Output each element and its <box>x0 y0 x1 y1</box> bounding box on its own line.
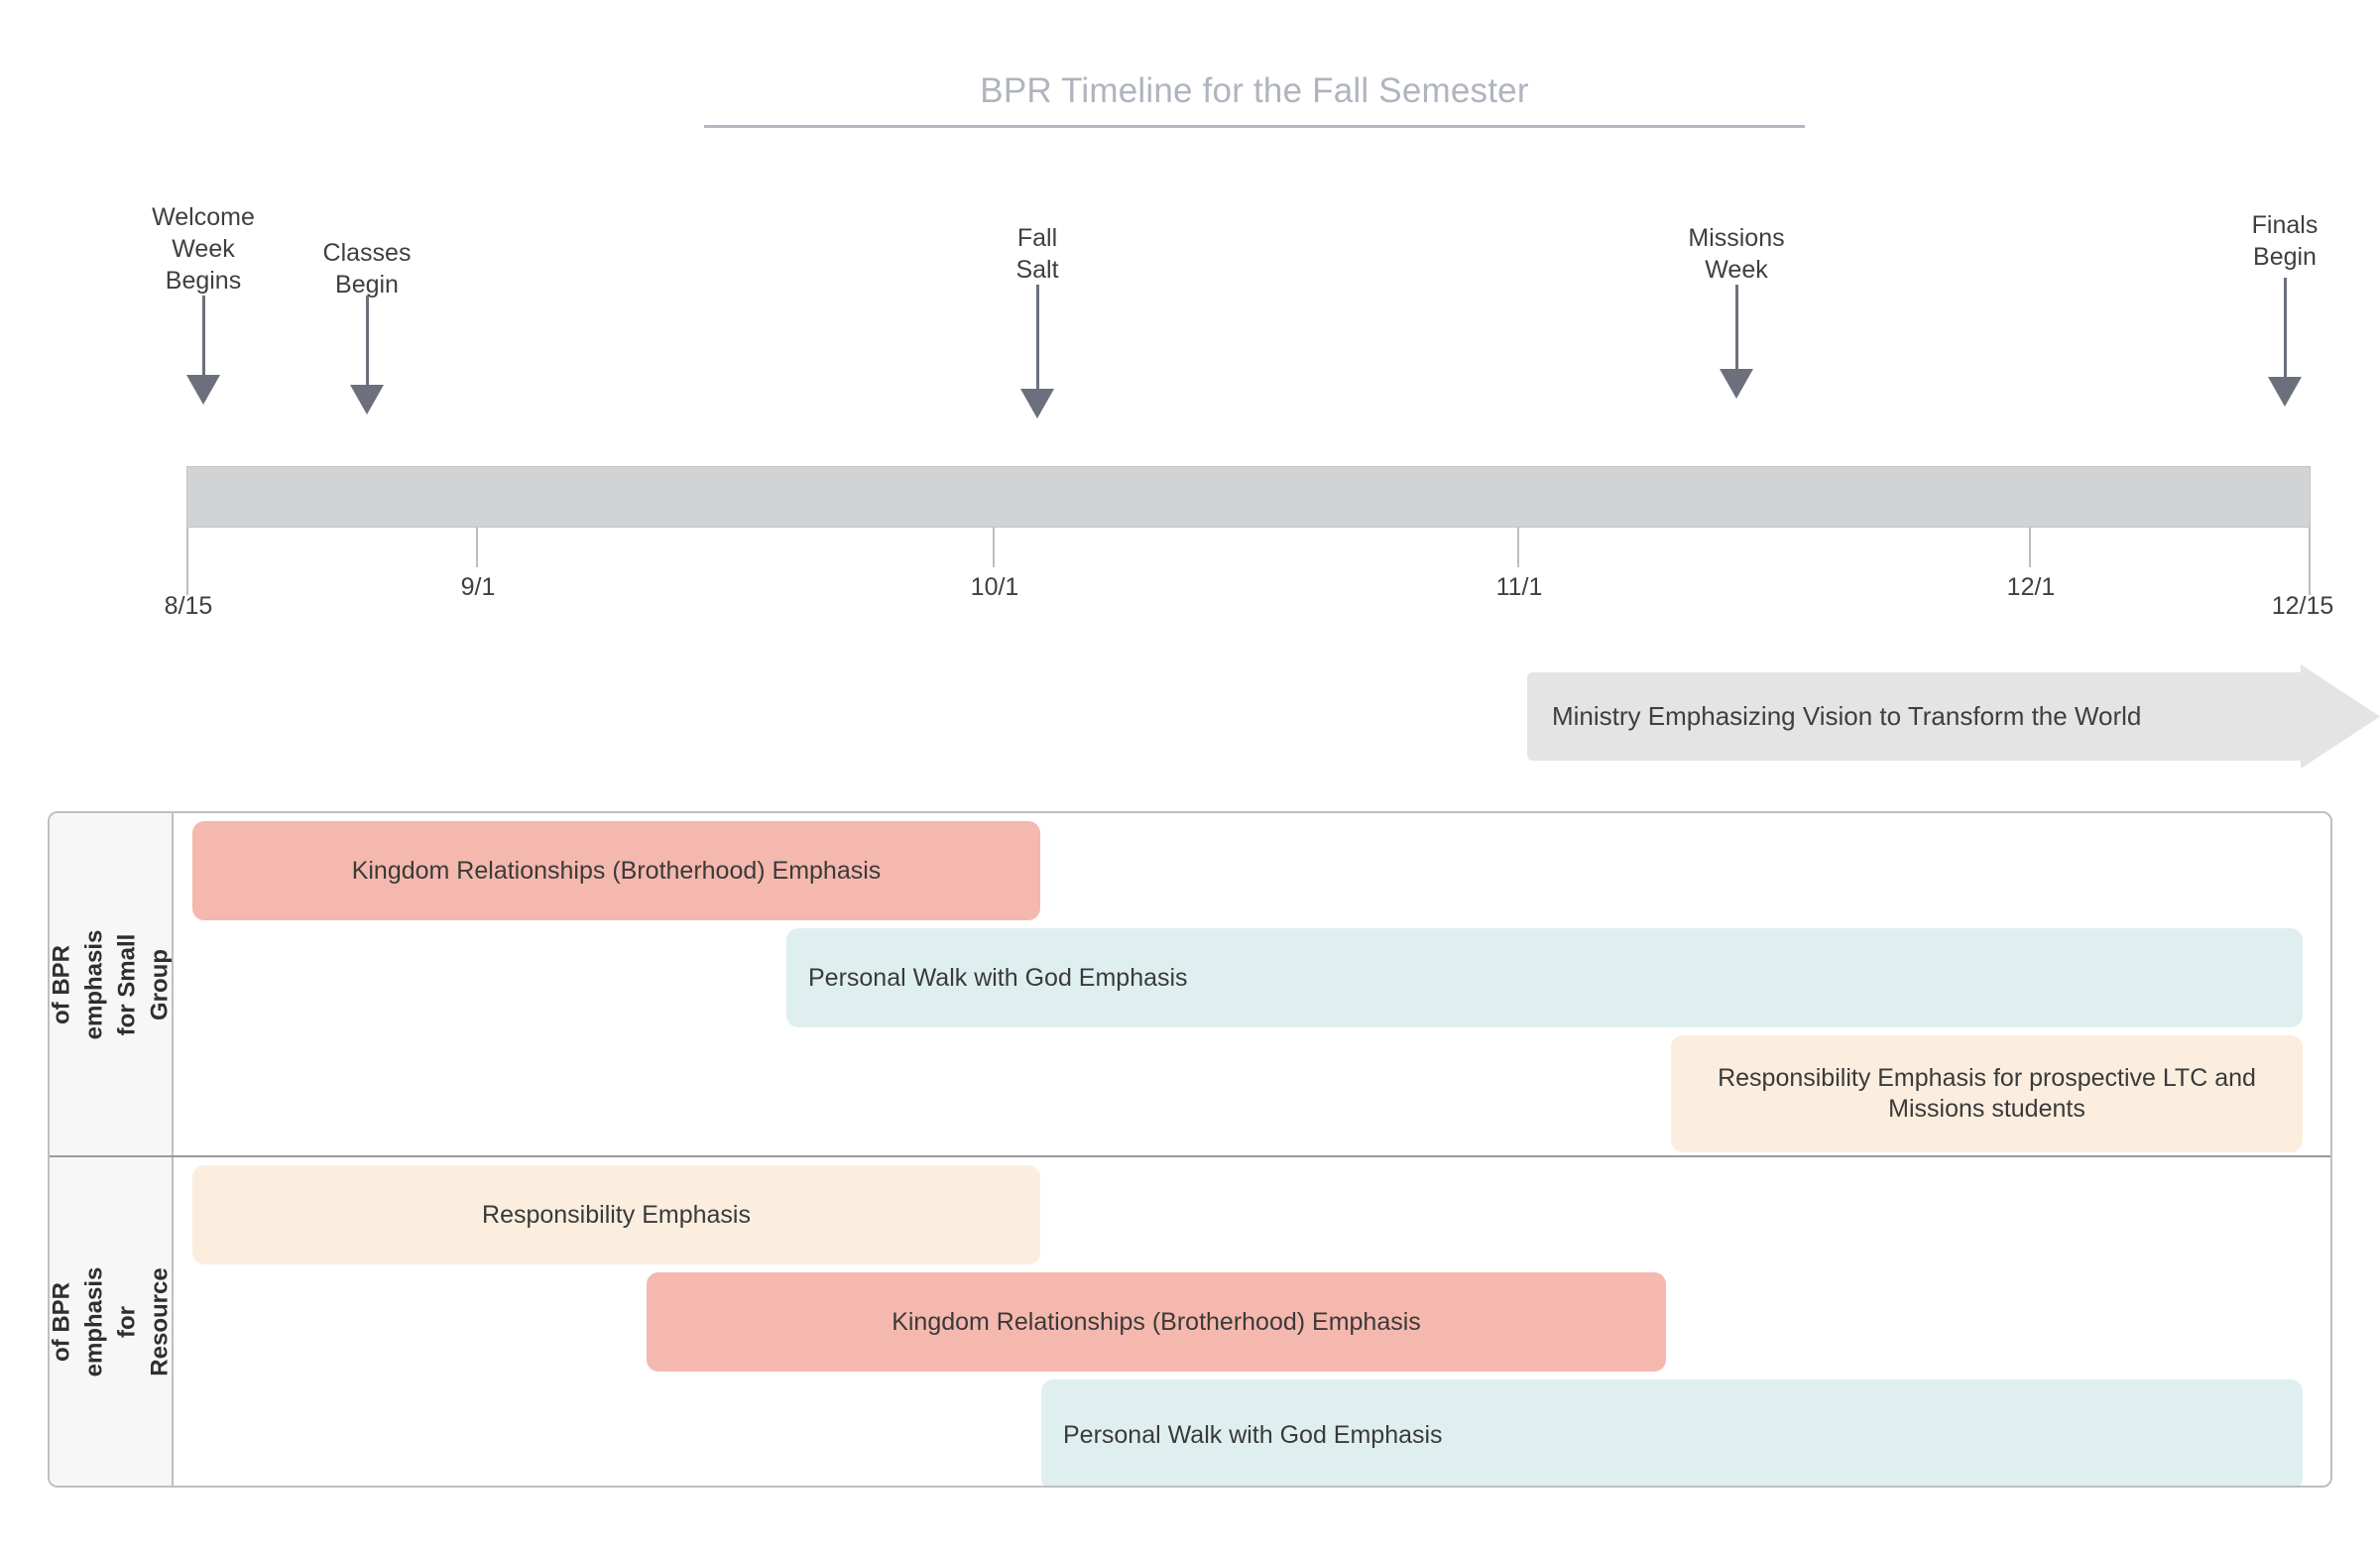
season-bar-label: Personal Walk with God Emphasis <box>1063 1420 1443 1449</box>
season-row-label-small-group-leaders: Seasons of BPR emphasis for Small Group … <box>50 813 174 1155</box>
axis-label-start: 8/15 <box>164 592 213 620</box>
season-bar-label: Personal Walk with God Emphasis <box>808 963 1188 992</box>
axis-label-end: 12/15 <box>2271 592 2334 620</box>
milestone-label: Classes Begin <box>322 239 412 299</box>
axis-tick <box>993 528 995 567</box>
season-track: Responsibility Emphasis Kingdom Relation… <box>174 1157 2330 1486</box>
axis-tick <box>2309 528 2311 595</box>
season-bar-label: Kingdom Relationships (Brotherhood) Emph… <box>351 856 882 885</box>
title-block: BPR Timeline for the Fall Semester <box>704 71 1805 128</box>
ministry-banner-label: Ministry Emphasizing Vision to Transform… <box>1552 701 2142 731</box>
season-bar-personal-walk[interactable]: Personal Walk with God Emphasis <box>1041 1379 2303 1486</box>
season-bar-label: Kingdom Relationships (Brotherhood) Emph… <box>892 1307 1421 1336</box>
title-underline-rule <box>704 125 1805 128</box>
down-arrow-icon <box>186 296 220 405</box>
season-section-resource-leaders: Seasons of BPR emphasis for Resource Lea… <box>50 1155 2330 1486</box>
season-bar-kingdom-relationships[interactable]: Kingdom Relationships (Brotherhood) Emph… <box>647 1272 1666 1372</box>
axis-label: 11/1 <box>1495 573 1543 601</box>
axis-tick <box>1517 528 1519 567</box>
axis-tick <box>186 528 188 595</box>
season-bar-responsibility-ltc-missions[interactable]: Responsibility Emphasis for prospective … <box>1671 1035 2303 1152</box>
season-row-label-text: Seasons of BPR emphasis for Small Group … <box>50 929 174 1039</box>
page-title: BPR Timeline for the Fall Semester <box>980 71 1529 110</box>
axis-tick <box>476 528 478 567</box>
down-arrow-icon <box>350 296 384 415</box>
ministry-banner: Ministry Emphasizing Vision to Transform… <box>1527 664 2380 769</box>
season-bar-label: Responsibility Emphasis for prospective … <box>1718 1064 2256 1123</box>
axis-label: 12/1 <box>2006 573 2056 601</box>
down-arrow-icon <box>1720 285 1753 399</box>
season-row-label-resource-leaders: Seasons of BPR emphasis for Resource Lea… <box>50 1157 174 1486</box>
right-arrow-shape-icon <box>1527 664 2380 769</box>
down-arrow-icon <box>2268 278 2302 407</box>
axis-label: 9/1 <box>460 573 496 601</box>
axis-tick <box>2029 528 2031 567</box>
season-track: Kingdom Relationships (Brotherhood) Emph… <box>174 813 2330 1155</box>
season-bar-responsibility[interactable]: Responsibility Emphasis <box>192 1165 1040 1264</box>
milestone-label: Finals Begin <box>2251 211 2319 271</box>
milestone-label: Missions Week <box>1688 224 1785 284</box>
milestone-label: Welcome Week Begins <box>152 203 255 295</box>
seasons-container: Seasons of BPR emphasis for Small Group … <box>48 811 2332 1488</box>
season-bar-personal-walk[interactable]: Personal Walk with God Emphasis <box>786 928 2303 1027</box>
season-row-label-text: Seasons of BPR emphasis for Resource Lea… <box>50 1266 174 1376</box>
milestone-label: Fall Salt <box>1015 224 1059 284</box>
season-bar-label: Responsibility Emphasis <box>482 1200 751 1229</box>
down-arrow-icon <box>1020 285 1054 419</box>
timeline-bar <box>186 466 2311 528</box>
season-section-small-group-leaders: Seasons of BPR emphasis for Small Group … <box>50 813 2330 1155</box>
axis-label: 10/1 <box>970 573 1019 601</box>
season-bar-kingdom-relationships[interactable]: Kingdom Relationships (Brotherhood) Emph… <box>192 821 1040 920</box>
